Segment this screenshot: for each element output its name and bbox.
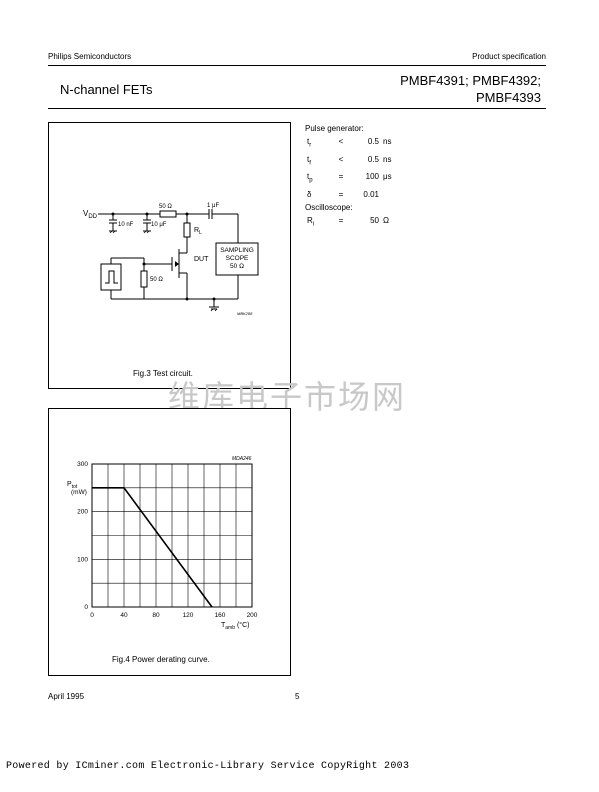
scope-label-line1: SAMPLING: [220, 247, 254, 254]
pulse-spec-operator: =: [338, 172, 344, 182]
x-tick-label: 120: [183, 612, 194, 619]
pulse-spec-symbol: δ: [307, 189, 312, 199]
y-tick-label: 0: [84, 604, 88, 611]
pulse-spec-unit: ns: [383, 154, 392, 164]
pulse-spec-table: tr <0.5 ns tf <0.5 ns tp = 100 μs δ = 0.01: [305, 135, 394, 201]
osc-spec-value: 50: [370, 215, 379, 225]
pulse-spec-value: 0.5: [367, 154, 379, 164]
pulse-spec-row: tf <0.5 ns: [305, 153, 394, 171]
pulse-spec-value: 0.5: [367, 137, 379, 146]
osc-spec-unit: Ω: [383, 215, 389, 225]
pulse-spec-operator: =: [338, 189, 344, 199]
footer-date: April 1995: [48, 692, 85, 701]
page-number: 5: [295, 692, 300, 701]
header-bottom-rule: [48, 108, 546, 109]
x-tick-label: 40: [120, 612, 128, 619]
fig3-caption: Fig.3 Test circuit.: [133, 369, 193, 378]
pulse-spec-value: 100: [365, 172, 379, 182]
gate-resistor-label: 50 Ω: [150, 277, 163, 283]
osc-spec-table: Ri = 50 Ω: [305, 214, 391, 232]
pulse-spec-unit: ns: [383, 137, 392, 146]
osc-spec-row: Ri = 50 Ω: [305, 214, 391, 232]
pulse-generator-title: Pulse generator:: [305, 124, 364, 133]
pulse-spec-symbol: tf: [307, 154, 311, 167]
y-axis-unit: (mW): [71, 489, 87, 496]
y-tick-label: 200: [77, 509, 88, 516]
company-name: Philips Semiconductors: [48, 52, 132, 61]
c1-label: 10 nF: [118, 222, 134, 228]
product-family: N-channel FETs: [60, 82, 153, 97]
derating-curve-line: [92, 487, 213, 608]
fig4-code: MDA246: [232, 456, 252, 462]
c2-label: 10 μF: [151, 222, 167, 228]
fig4-caption: Fig.4 Power derating curve.: [112, 655, 210, 664]
osc-spec-operator: =: [338, 215, 344, 225]
pulse-spec-block: Pulse generator: tr <0.5 ns tf <0.5 ns tp = 100 μ…: [305, 122, 394, 231]
pulse-spec-unit: μs: [383, 172, 392, 182]
pulse-spec-symbol: tr: [307, 137, 312, 149]
x-tick-label: 160: [215, 612, 226, 619]
y-tick-label: 300: [77, 461, 88, 468]
powered-by-footer: Powered by ICminer.com Electronic-Librar…: [6, 761, 410, 772]
y-axis-label: Ptot: [67, 481, 78, 490]
oscilloscope-title: Oscilloscope:: [305, 202, 353, 212]
pulse-spec-unit: [381, 188, 394, 201]
pulse-spec-operator: <: [338, 154, 344, 164]
part-numbers-line1: PMBF4391; PMBF4392;: [400, 73, 541, 88]
fig3-code: MBK288: [237, 311, 253, 316]
pulse-spec-operator: <: [338, 137, 344, 146]
test-circuit-diagram: VDD 10 nF 10 μF 50 Ω 1 μF RL DUT 50 Ω SA…: [83, 203, 259, 316]
x-tick-label: 80: [152, 612, 160, 619]
pulse-spec-row: tp = 100 μs: [305, 170, 394, 188]
scope-label-line3: 50 Ω: [230, 263, 244, 270]
pulse-spec-row: tr <0.5 ns: [305, 135, 394, 153]
part-numbers-line2: PMBF4393: [475, 90, 541, 105]
series-resistor-label: 50 Ω: [159, 204, 172, 210]
x-axis-label: Tamb (°C): [221, 621, 249, 631]
plot-frame: [91, 463, 253, 608]
y-tick-label: 100: [77, 556, 88, 563]
coupling-cap-label: 1 μF: [207, 203, 219, 209]
dut-label: DUT: [194, 256, 209, 263]
pulse-spec-row: δ = 0.01: [305, 188, 394, 201]
x-tick-label: 0: [90, 612, 94, 619]
document-type: Product specification: [472, 52, 546, 61]
vdd-label: VDD: [83, 209, 98, 220]
osc-spec-symbol: Ri: [307, 215, 315, 228]
scope-label-line2: SCOPE: [226, 255, 249, 262]
header-rule: [48, 65, 546, 66]
pulse-spec-value: 0.01: [363, 189, 379, 199]
part-numbers: PMBF4391; PMBF4392; PMBF4393: [400, 72, 541, 106]
fig3-test-circuit-box: VDD 10 nF 10 μF 50 Ω 1 μF RL DUT 50 Ω SA…: [48, 122, 291, 389]
x-tick-label: 200: [247, 612, 258, 619]
pulse-spec-symbol: tp: [307, 172, 313, 184]
rl-label: RL: [194, 227, 202, 236]
